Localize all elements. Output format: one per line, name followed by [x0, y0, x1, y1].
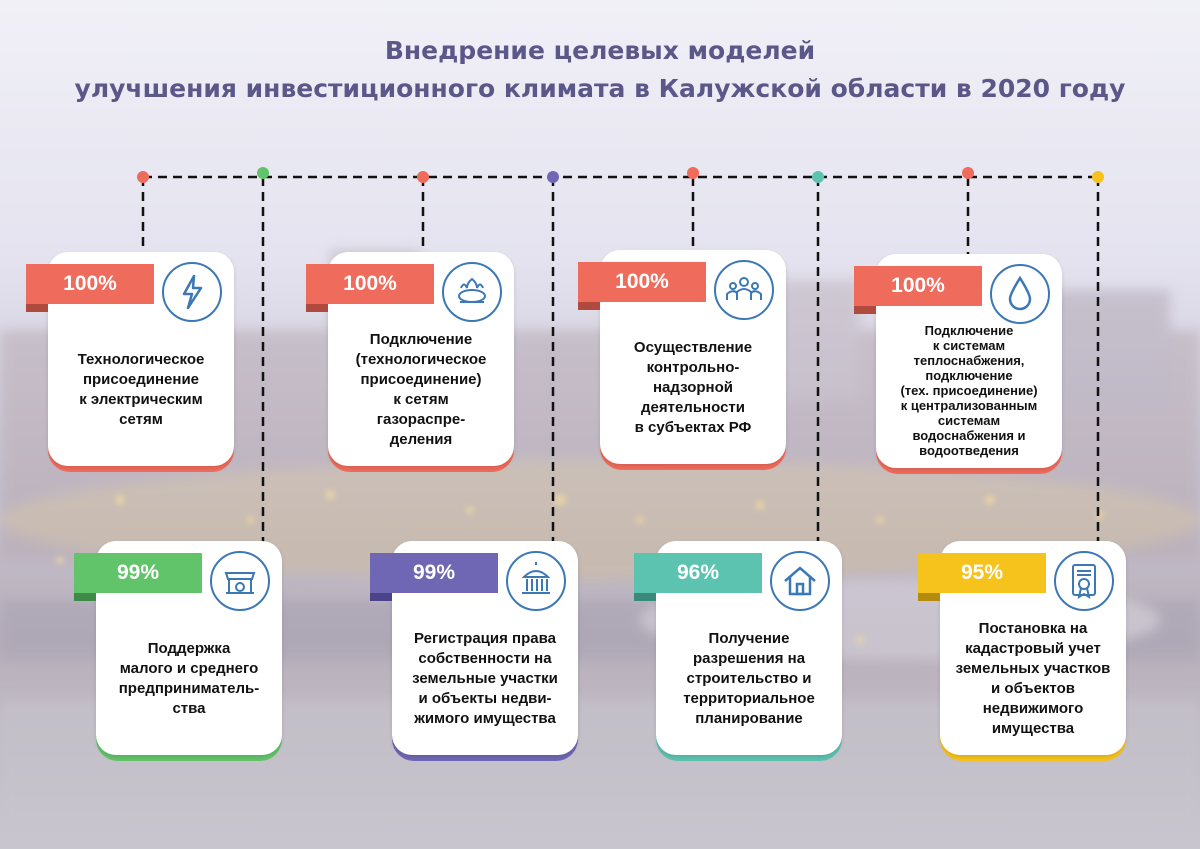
percent-badge: 99% — [74, 553, 202, 601]
percent-badge: 100% — [578, 262, 706, 310]
card-electric-grid: 100% Технологическое присоединение к эле… — [26, 252, 234, 472]
lightning-icon — [162, 262, 222, 322]
card-text: Поддержка малого и среднего предпринимат… — [118, 640, 260, 717]
card-text: Регистрация права собственности на земел… — [412, 630, 558, 727]
card-text: Технологическое присоединение к электрич… — [77, 351, 205, 428]
gas-burner-icon — [442, 262, 502, 322]
title-line-2: улучшения инвестиционного климата в Калу… — [74, 74, 1126, 103]
card-text: Подключение (технологическое присоединен… — [355, 331, 487, 448]
percent-badge: 100% — [26, 264, 154, 312]
page-title: Внедрение целевых моделей улучшения инве… — [0, 32, 1200, 108]
card-text: Постановка на кадастровый учет земельных… — [955, 620, 1111, 737]
card-property-registration: 99% Регистрация права собственности на з… — [370, 541, 578, 761]
card-cadastral-registration: 95% Постановка на кадастровый учет земел… — [918, 541, 1126, 761]
certificate-icon — [1054, 551, 1114, 611]
card-control-supervision: 100% Осуществление контрольно- надзорной… — [578, 250, 786, 470]
percent-badge: 100% — [854, 266, 982, 314]
water-drop-icon — [990, 264, 1050, 324]
people-group-icon — [714, 260, 774, 320]
card-construction-permit: 96% Получение разрешения на строительств… — [634, 541, 842, 761]
title-line-1: Внедрение целевых моделей — [384, 36, 816, 65]
percent-badge: 95% — [918, 553, 1046, 601]
card-heat-water-supply: 100% Подключение к системам теплоснабжен… — [854, 254, 1062, 474]
percent-badge: 96% — [634, 553, 762, 601]
card-text: Подключение к системам теплоснабжения, п… — [900, 322, 1038, 458]
government-building-icon — [506, 551, 566, 611]
card-text: Осуществление контрольно- надзорной деят… — [633, 339, 753, 436]
card-small-business: 99% Поддержка малого и среднего предприн… — [74, 541, 282, 761]
house-icon — [770, 551, 830, 611]
card-gas-connection: 100% Подключение (технологическое присое… — [306, 252, 514, 472]
market-stall-icon — [210, 551, 270, 611]
percent-badge: 99% — [370, 553, 498, 601]
percent-badge: 100% — [306, 264, 434, 312]
card-text: Получение разрешения на строительство и … — [683, 630, 815, 727]
